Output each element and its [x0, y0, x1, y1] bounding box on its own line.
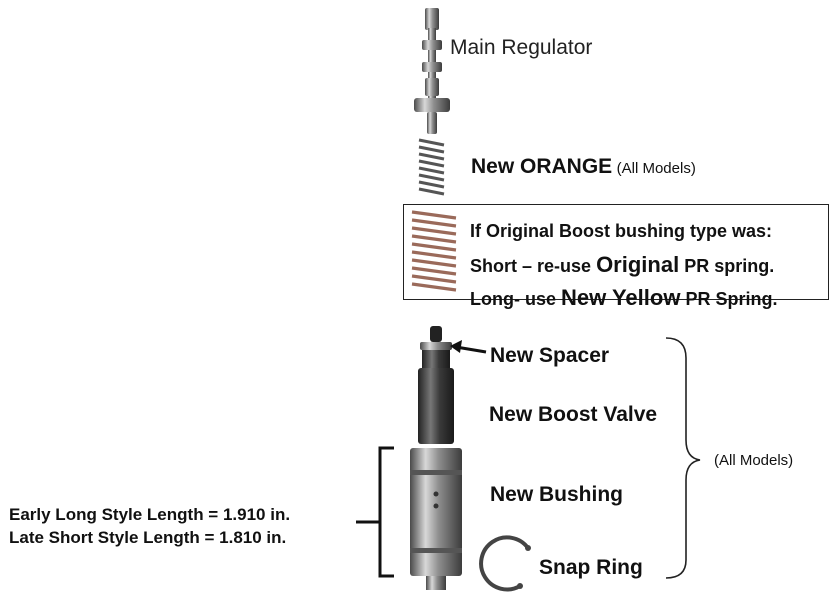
length-early-label: Early Long Style Length = 1.910 in.: [9, 505, 291, 524]
pr-spring: [411, 210, 457, 292]
all-models-label: (All Models): [714, 452, 794, 469]
new-boost-valve-label: New Boost Valve: [489, 403, 658, 426]
bushing: [410, 448, 462, 590]
pr-spring-box: [403, 204, 829, 300]
box-line-3-c: PR Spring.: [685, 289, 778, 309]
new-orange-text: New ORANGE: [471, 155, 613, 178]
new-orange-label: New ORANGE (All Models): [471, 155, 696, 179]
length-bracket: [356, 446, 394, 578]
main-regulator-valve: [414, 8, 450, 134]
length-late-label: Late Short Style Length = 1.810 in.: [9, 528, 287, 547]
boost-valve-assembly: [418, 326, 454, 444]
all-models-brace: [665, 337, 701, 579]
box-line-1: If Original Boost bushing type was:: [470, 221, 773, 241]
box-line-3-b: New Yellow: [561, 285, 681, 310]
box-line-3: Long- use New Yellow PR Spring.: [470, 282, 777, 315]
box-line-2-b: Original: [596, 252, 680, 277]
box-line-3-a: Long- use: [470, 289, 556, 309]
new-spacer-label: New Spacer: [490, 344, 610, 367]
snap-ring: [479, 535, 531, 592]
new-orange-note: (All Models): [616, 160, 696, 177]
box-line-2-a: Short – re-use: [470, 256, 592, 276]
main-regulator-label: Main Regulator: [450, 36, 593, 59]
orange-spring: [418, 138, 445, 196]
box-line-2-c: PR spring.: [684, 256, 775, 276]
spacer-arrow: [450, 340, 487, 354]
box-line-2: Short – re-use Original PR spring.: [470, 248, 774, 283]
new-bushing-label: New Bushing: [490, 483, 624, 506]
snap-ring-label: Snap Ring: [539, 556, 643, 579]
